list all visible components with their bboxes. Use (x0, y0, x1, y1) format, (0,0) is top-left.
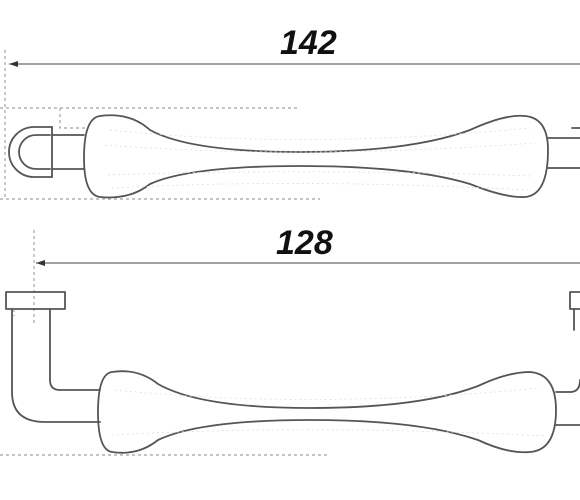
right-mount-front (569, 291, 580, 310)
top-view: 142 (0, 24, 580, 200)
front-view: 128 (0, 224, 580, 456)
wood-grain-front (111, 387, 546, 437)
left-leg-inner (49, 308, 101, 391)
dimension-label-142: 142 (280, 24, 337, 62)
wood-grain-top (104, 127, 536, 191)
reference-bracket (59, 108, 88, 129)
dimension-label-128: 128 (276, 224, 333, 262)
dimension-arrow-left-128 (36, 260, 45, 266)
handle-body-top (83, 114, 549, 199)
left-leg (11, 308, 101, 423)
left-mount-front (5, 291, 66, 316)
handle-body-front (97, 370, 557, 454)
dimension-arrow-left-142 (9, 61, 18, 67)
right-leg (555, 379, 580, 393)
left-mount-top (8, 126, 53, 178)
